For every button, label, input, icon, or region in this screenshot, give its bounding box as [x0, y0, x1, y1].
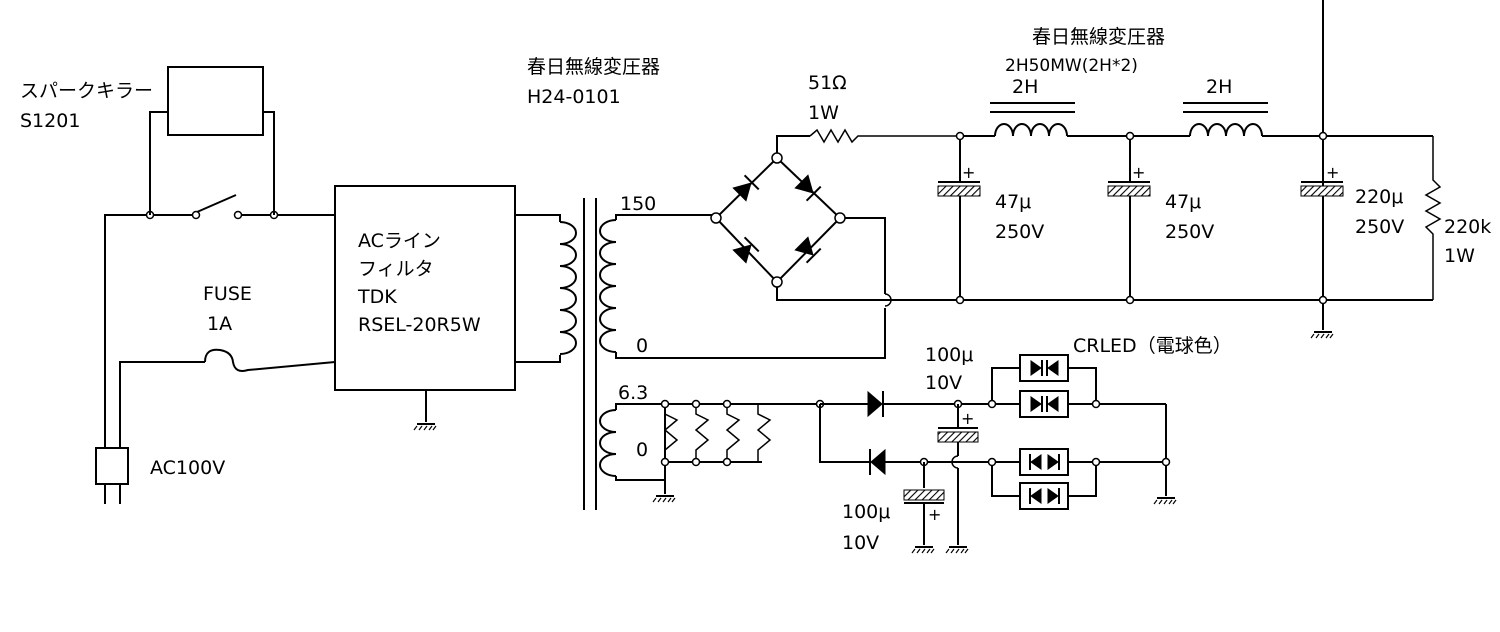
- line-filter-l2: フィルタ: [358, 258, 434, 280]
- line-filter-l3: TDK: [357, 286, 397, 308]
- svg-text:+: +: [1132, 163, 1145, 182]
- fuse-rating: 1A: [207, 313, 232, 335]
- choke2-value: 2H: [1206, 76, 1232, 98]
- power-tx-part: H24-0101: [527, 86, 621, 108]
- heater-resistors: [660, 399, 772, 467]
- capacitor-c5: [903, 489, 945, 501]
- r2-value: 220k: [1444, 216, 1491, 238]
- tap-0: 0: [636, 335, 648, 357]
- rectifier-diode-upper: [867, 390, 884, 418]
- crled-1: [1019, 354, 1069, 382]
- line-filter: ACライン フィルタ TDK RSEL-20R5W: [334, 185, 516, 431]
- c4-voltage: 10V: [925, 372, 962, 394]
- capacitor-c1: [937, 185, 981, 197]
- power-tx-maker: 春日無線変圧器: [527, 56, 660, 78]
- led-label: CRLED（電球色）: [1073, 335, 1232, 357]
- rectifier-diode-lower: [869, 448, 886, 476]
- spark-killer-name: スパークキラー: [20, 80, 153, 102]
- ac-input-label: AC100V: [150, 457, 225, 479]
- spark-killer-part: S1201: [20, 110, 80, 132]
- resistor-r1: [809, 128, 960, 144]
- bridge-diode-4: [794, 236, 822, 264]
- c2-value: 47μ: [1165, 191, 1201, 213]
- spark-killer: [167, 66, 264, 136]
- capacitor-c3: [1300, 185, 1344, 197]
- line-filter-l4: RSEL-20R5W: [358, 314, 481, 336]
- choke-part: 2H50MW(2H*2): [1005, 56, 1138, 76]
- hv-filter: 51Ω 1W 春日無線変圧器 2H50MW(2H*2) 2H 2H + 47μ …: [808, 0, 1491, 339]
- tap-150: 150: [620, 193, 656, 215]
- bridge-rectifier: [710, 135, 1433, 307]
- line-filter-l1: ACライン: [358, 230, 441, 252]
- svg-text:+: +: [962, 163, 975, 182]
- crled-2: [1019, 390, 1069, 418]
- c1-value: 47μ: [995, 191, 1031, 213]
- c3-voltage: 250V: [1355, 216, 1404, 238]
- crled-3: [1019, 448, 1069, 476]
- bridge-diode-3: [732, 236, 760, 264]
- capacitor-c4: [937, 431, 979, 443]
- choke1-value: 2H: [1012, 76, 1038, 98]
- bridge-diode-2: [794, 174, 822, 202]
- crled-4: [1019, 482, 1069, 510]
- r2-power: 1W: [1444, 245, 1475, 267]
- svg-text:+: +: [1326, 163, 1339, 182]
- led-circuit: + 100μ 10V + 100μ 10V CRLED（電球色）: [815, 335, 1232, 554]
- capacitor-c2: [1107, 185, 1151, 197]
- choke-maker: 春日無線変圧器: [1032, 26, 1165, 48]
- c2-voltage: 250V: [1165, 221, 1214, 243]
- c1-voltage: 250V: [995, 221, 1044, 243]
- svg-text:+: +: [928, 505, 941, 524]
- tap-63: 6.3: [618, 382, 648, 404]
- c4-value: 100μ: [925, 344, 973, 366]
- power-transformer: 春日無線変圧器 H24-0101 150 0 6.3 0: [515, 56, 886, 510]
- choke-2: [1189, 123, 1263, 137]
- svg-text:+: +: [961, 409, 974, 428]
- c3-value: 220μ: [1355, 186, 1403, 208]
- ac-plug: [95, 447, 129, 485]
- fuse-name: FUSE: [203, 283, 252, 305]
- c5-voltage: 10V: [842, 532, 879, 554]
- tap-heater-0: 0: [636, 439, 648, 461]
- c5-value: 100μ: [842, 501, 890, 523]
- bridge-diode-1: [732, 174, 760, 202]
- power-switch: [196, 194, 237, 213]
- r1-value: 51Ω: [808, 72, 847, 94]
- fuse: [204, 348, 336, 372]
- ac-input-section: AC100V スパークキラー S1201 FUSE 1A: [20, 66, 336, 504]
- choke-1: [994, 123, 1068, 137]
- r1-power: 1W: [808, 102, 839, 124]
- resistor-r2: [1424, 136, 1442, 300]
